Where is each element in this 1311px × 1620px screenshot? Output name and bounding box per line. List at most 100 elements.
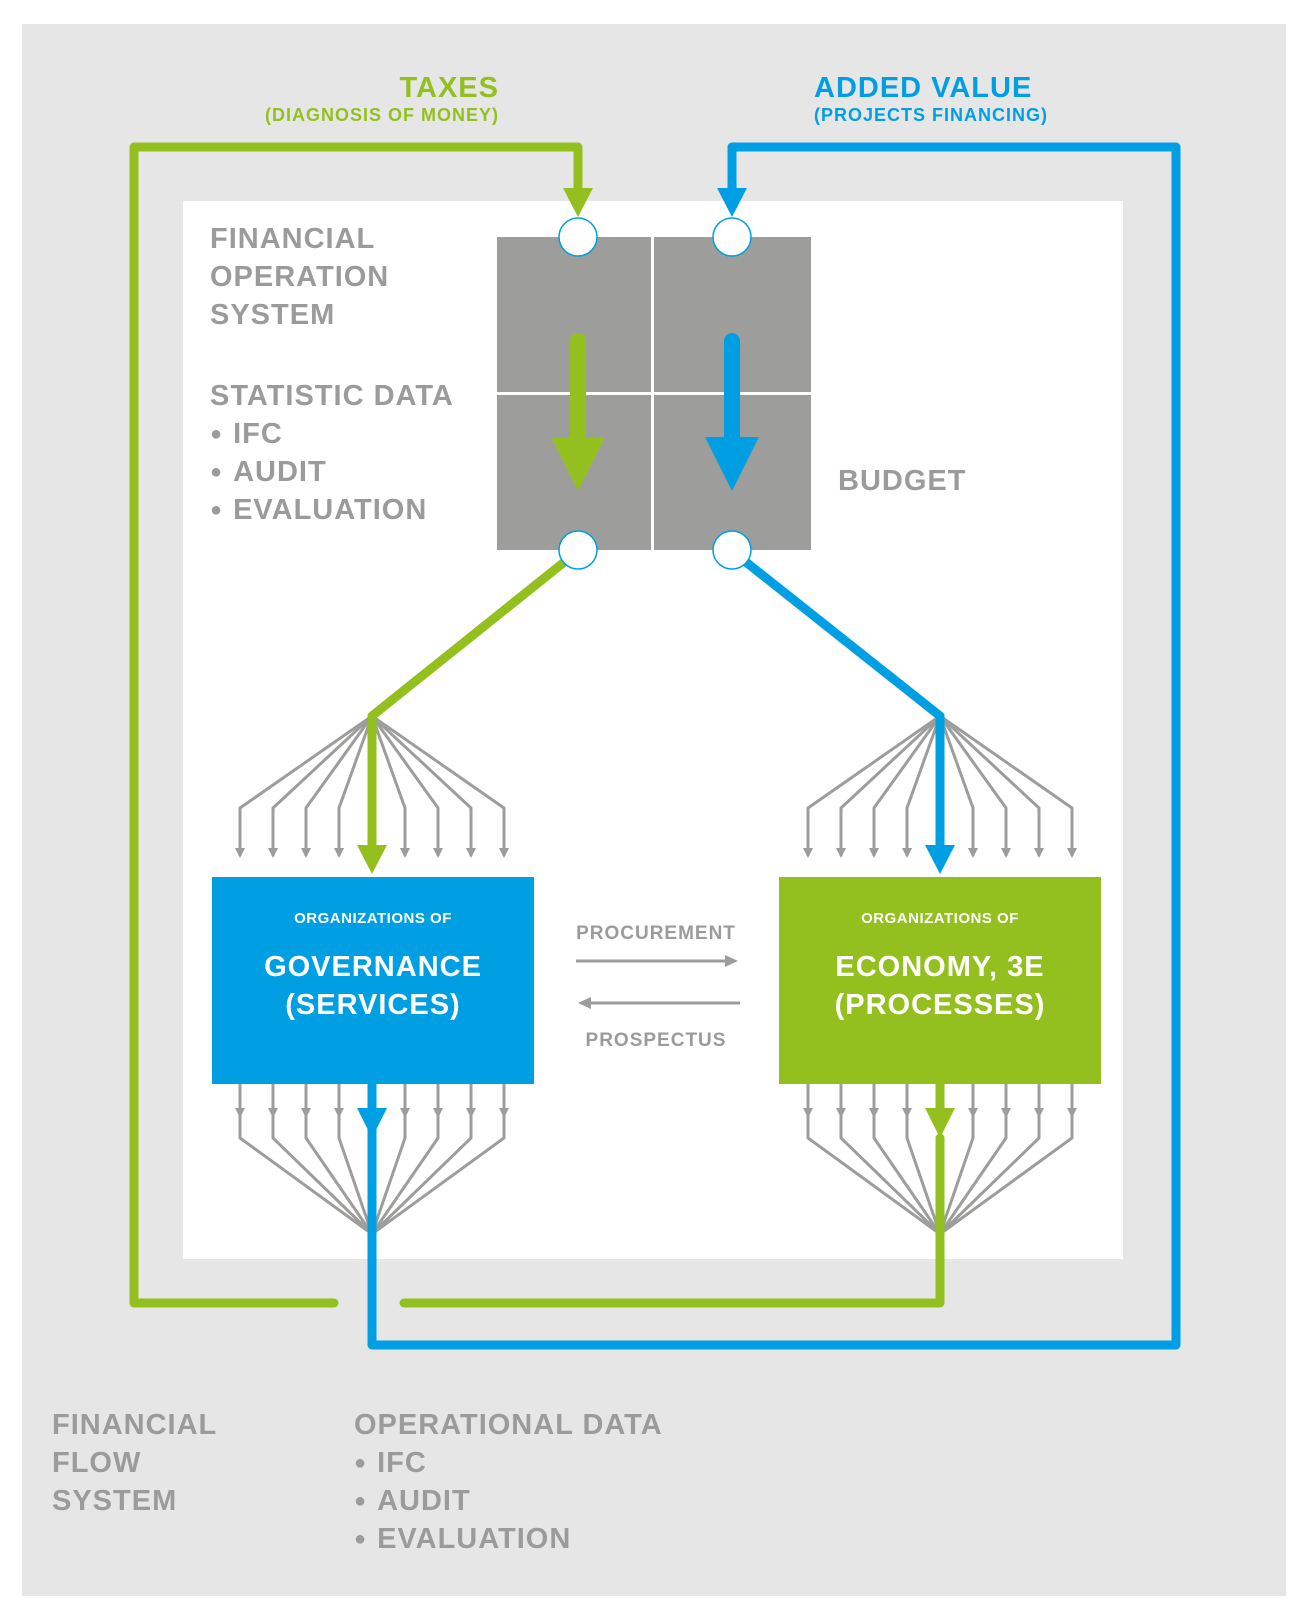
economy-output-fan-arrowhead xyxy=(803,1108,813,1118)
governance-output-fan-line xyxy=(370,1084,440,1235)
statistic-data-item: EVALUATION xyxy=(210,491,454,529)
economy-output-arrowhead xyxy=(925,1108,955,1138)
budget-out-circle-left xyxy=(558,530,598,570)
governance-output-arrowhead xyxy=(357,1108,387,1138)
economy-input-fan-line xyxy=(939,714,1074,856)
governance-output-fan-arrowhead xyxy=(433,1108,443,1118)
economy-output-fan-arrowhead xyxy=(902,1108,912,1118)
economy-output-fan-line xyxy=(905,1084,942,1235)
added-value-title: ADDED VALUE xyxy=(814,72,1033,104)
economy-output-fan-arrowhead xyxy=(869,1108,879,1118)
economy-input-fan-arrowhead xyxy=(1034,848,1044,858)
procurement-arrowhead xyxy=(725,955,738,967)
economy-output-fan-arrowhead xyxy=(836,1108,846,1118)
operational-data-item: IFC xyxy=(354,1444,663,1482)
fos-line-1: FINANCIAL xyxy=(210,223,376,255)
operational-data-item: AUDIT xyxy=(354,1482,663,1520)
economy-input-fan-arrowhead xyxy=(902,848,912,858)
governance-caption: ORGANIZATIONS OF xyxy=(294,910,452,927)
governance-input-fan-arrowhead xyxy=(334,848,344,858)
inner-panel xyxy=(183,201,1123,1259)
economy-input-fan-line xyxy=(938,715,1008,856)
governance-output-fan-line xyxy=(371,1084,506,1236)
economy-output-fan-line xyxy=(938,1084,975,1235)
economy-output-fan-arrowhead xyxy=(968,1108,978,1118)
economy-input-fan-arrowhead xyxy=(836,848,846,858)
economy-return-line xyxy=(399,1133,945,1308)
economy-input-fan-arrowhead xyxy=(869,848,879,858)
ffs-line-1: FINANCIAL xyxy=(52,1409,218,1441)
budget-to-economy-arrowhead xyxy=(925,845,955,874)
added-value-loop-line xyxy=(367,142,1181,1350)
governance-input-fan-line xyxy=(370,715,407,856)
governance-input-fan-line xyxy=(371,714,506,856)
governance-output-fan-arrowhead xyxy=(334,1108,344,1118)
governance-input-fan-arrowhead xyxy=(499,848,509,858)
governance-input-fan-line xyxy=(271,714,374,856)
economy-input-fan-arrowhead xyxy=(968,848,978,858)
prospectus-arrowhead xyxy=(578,997,591,1009)
economy-output-fan-line xyxy=(806,1084,941,1236)
taxes-loop-line xyxy=(129,142,583,1308)
governance-output-fan-line xyxy=(370,1084,473,1236)
economy-input-fan-line xyxy=(905,715,942,856)
governance-input-fan-arrowhead xyxy=(433,848,443,858)
budget-to-governance-line xyxy=(367,546,583,855)
economy-title-line-1: ECONOMY, 3E xyxy=(835,951,1045,983)
governance-title: GOVERNANCE (SERVICES) xyxy=(212,948,534,1024)
budget-in-circle-left xyxy=(558,217,598,257)
governance-input-fan-line xyxy=(238,714,373,856)
economy-caption: ORGANIZATIONS OF xyxy=(861,910,1019,927)
operational-data-item: EVALUATION xyxy=(354,1520,663,1558)
governance-output-fan-arrowhead xyxy=(235,1108,245,1118)
governance-output-fan-line xyxy=(337,1084,374,1235)
governance-input-fan-line xyxy=(370,715,440,856)
budget-out-circle-right xyxy=(712,530,752,570)
fos-line-2: OPERATION xyxy=(210,261,390,293)
governance-input-fan-line xyxy=(337,715,374,856)
added-value-subtitle: (PROJECTS FINANCING) xyxy=(814,105,1049,125)
governance-input-fan-arrowhead xyxy=(400,848,410,858)
taxes-label-group: TAXES (DIAGNOSIS OF MONEY) xyxy=(265,72,499,126)
governance-output-fan-arrowhead xyxy=(301,1108,311,1118)
financial-operation-system-label: FINANCIAL OPERATION SYSTEM xyxy=(210,220,389,334)
ffs-line-3: SYSTEM xyxy=(52,1485,178,1517)
budget-to-economy-line xyxy=(727,546,945,855)
governance-output-fan-line xyxy=(271,1084,374,1236)
statistic-data-item: AUDIT xyxy=(210,453,454,491)
economy-input-fan-arrowhead xyxy=(803,848,813,858)
economy-box xyxy=(779,877,1101,1084)
governance-output-fan-line xyxy=(370,1084,407,1235)
economy-output-fan-line xyxy=(872,1084,942,1235)
governance-output-fan-arrowhead xyxy=(400,1108,410,1118)
economy-input-fan-line xyxy=(839,714,942,856)
financial-flow-system-label: FINANCIAL FLOW SYSTEM xyxy=(52,1406,217,1520)
governance-output-fan-arrowhead xyxy=(466,1108,476,1118)
operational-data-heading: OPERATIONAL DATA xyxy=(354,1409,663,1441)
added-value-loop-arrowhead xyxy=(717,188,747,217)
budget-blue-arrowhead xyxy=(705,437,759,491)
governance-input-fan-line xyxy=(370,714,473,856)
governance-output-fan-arrowhead xyxy=(268,1108,278,1118)
procurement-label: PROCUREMENT xyxy=(576,923,736,944)
taxes-title: TAXES xyxy=(399,72,499,104)
economy-output-fan-arrowhead xyxy=(1067,1108,1077,1118)
governance-output-fan-line xyxy=(238,1084,373,1236)
added-value-label-group: ADDED VALUE (PROJECTS FINANCING) xyxy=(814,72,1048,126)
governance-input-fan-arrowhead xyxy=(268,848,278,858)
statistic-data-item: IFC xyxy=(210,415,454,453)
taxes-subtitle: (DIAGNOSIS OF MONEY) xyxy=(264,105,499,125)
economy-output-fan-arrowhead xyxy=(1001,1108,1011,1118)
economy-output-fan-arrowhead xyxy=(1034,1108,1044,1118)
economy-input-fan-arrowhead xyxy=(1001,848,1011,858)
governance-box xyxy=(212,877,534,1084)
governance-input-fan-arrowhead xyxy=(466,848,476,858)
economy-input-fan-line xyxy=(938,714,1041,856)
statistic-data-block: STATISTIC DATA IFC AUDIT EVALUATION xyxy=(210,377,454,529)
fos-line-3: SYSTEM xyxy=(210,299,336,331)
economy-output-fan-line xyxy=(938,1084,1041,1236)
economy-input-fan-line xyxy=(938,715,975,856)
economy-output-fan-line xyxy=(938,1084,1008,1235)
